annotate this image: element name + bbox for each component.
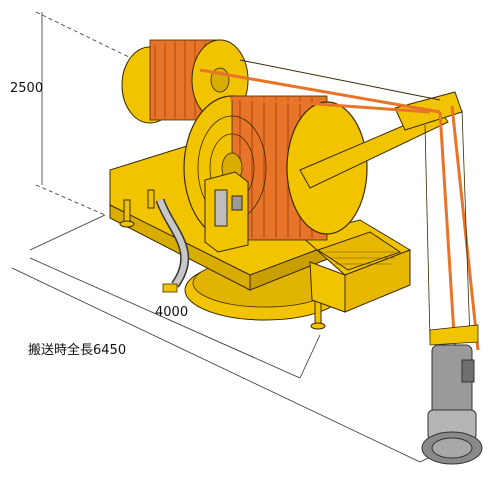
width-extension-right bbox=[299, 334, 321, 379]
height-dimension-label: 2500 bbox=[10, 81, 44, 96]
length-dimension-line bbox=[11, 267, 421, 463]
width-extension-left bbox=[29, 214, 106, 251]
hanging-hose-lines bbox=[424, 105, 480, 351]
transport-length-label: 搬送時全長6450 bbox=[28, 343, 127, 358]
height-extension-bottom bbox=[35, 184, 106, 216]
dimension-lines bbox=[11, 11, 441, 463]
control-box bbox=[204, 171, 249, 253]
height-extension-top bbox=[35, 11, 136, 61]
submersible-pump bbox=[421, 344, 483, 465]
width-dimension-line bbox=[29, 257, 301, 379]
width-dimension-label: 4000 bbox=[155, 305, 189, 320]
boom-arm bbox=[199, 59, 463, 189]
flexible-pipe bbox=[155, 198, 190, 293]
